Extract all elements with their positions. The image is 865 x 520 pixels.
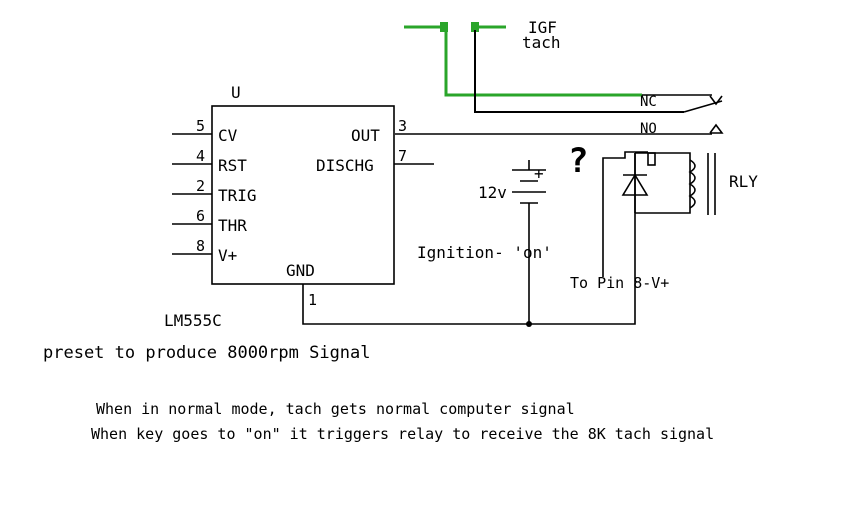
pin-out-number: 3: [398, 117, 407, 135]
connector-pin-right: [471, 22, 479, 32]
pin-gnd-number: 1: [308, 291, 317, 309]
pin-gnd-label: GND: [286, 261, 315, 280]
nc-label: NC: [640, 94, 657, 110]
vplus-wire: [602, 151, 648, 277]
pin-label: CV: [218, 126, 238, 145]
pin-label: THR: [218, 216, 247, 235]
ic-555: U LM555C 5 CV 4 RST 2 TRIG 6 THR 8 V+: [164, 83, 434, 330]
ground-bus: [302, 153, 636, 325]
question-mark: ?: [568, 141, 588, 181]
battery-voltage-label: 12v: [478, 183, 507, 202]
pin-discharge-label: DISCHG: [316, 156, 374, 175]
battery-plus-sign: +: [534, 164, 544, 183]
no-label: NO: [640, 121, 657, 137]
tach-wire-to-relay-common: [474, 30, 684, 113]
pin-number: 8: [196, 237, 205, 255]
coil-terminal: [647, 152, 656, 166]
pin-label: RST: [218, 156, 247, 175]
pin-rst: 4 RST: [172, 147, 247, 175]
pin-number: 5: [196, 117, 205, 135]
pin-number: 2: [196, 177, 205, 195]
relay-coil-assembly: RLY To Pin 8-V+: [570, 151, 758, 292]
ic-part-label: LM555C: [164, 311, 222, 330]
coil-loop: [635, 152, 691, 214]
nc-contact-symbol: [709, 95, 723, 106]
pin-number: 4: [196, 147, 205, 165]
preset-note: preset to produce 8000rpm Signal: [43, 343, 371, 363]
ic-ref-label: U: [231, 83, 241, 102]
relay-contacts: NC NO: [640, 94, 724, 137]
connector-pin-left: [440, 22, 448, 32]
pin-label: TRIG: [218, 186, 257, 205]
pin-trig: 2 TRIG: [172, 177, 257, 205]
ignition-label: Ignition- 'on': [417, 243, 552, 262]
igf-tach-connector: IGF tach: [404, 18, 561, 52]
tach-label: tach: [522, 33, 561, 52]
pin-number: 6: [196, 207, 205, 225]
pin-thr: 6 THR: [172, 207, 247, 235]
no-contact-symbol: [709, 123, 724, 134]
igf-label: IGF: [528, 18, 557, 37]
pin-label: V+: [218, 246, 237, 265]
relay-coil-icon: [688, 159, 696, 209]
relay-pin-note: To Pin 8-V+: [570, 274, 669, 292]
note-line-1: When in normal mode, tach gets normal co…: [96, 400, 575, 418]
battery-12v: + 12v ? Ignition- 'on': [417, 141, 588, 324]
switch-blade: [683, 100, 723, 113]
pin-out-label: OUT: [351, 126, 380, 145]
pin-cv: 5 CV: [172, 117, 238, 145]
relay-label: RLY: [729, 172, 758, 191]
pin-discharge-number: 7: [398, 147, 407, 165]
note-line-2: When key goes to "on" it triggers relay …: [91, 425, 714, 443]
pin-vplus: 8 V+: [172, 237, 237, 265]
green-wire-to-nc: [444, 30, 642, 97]
